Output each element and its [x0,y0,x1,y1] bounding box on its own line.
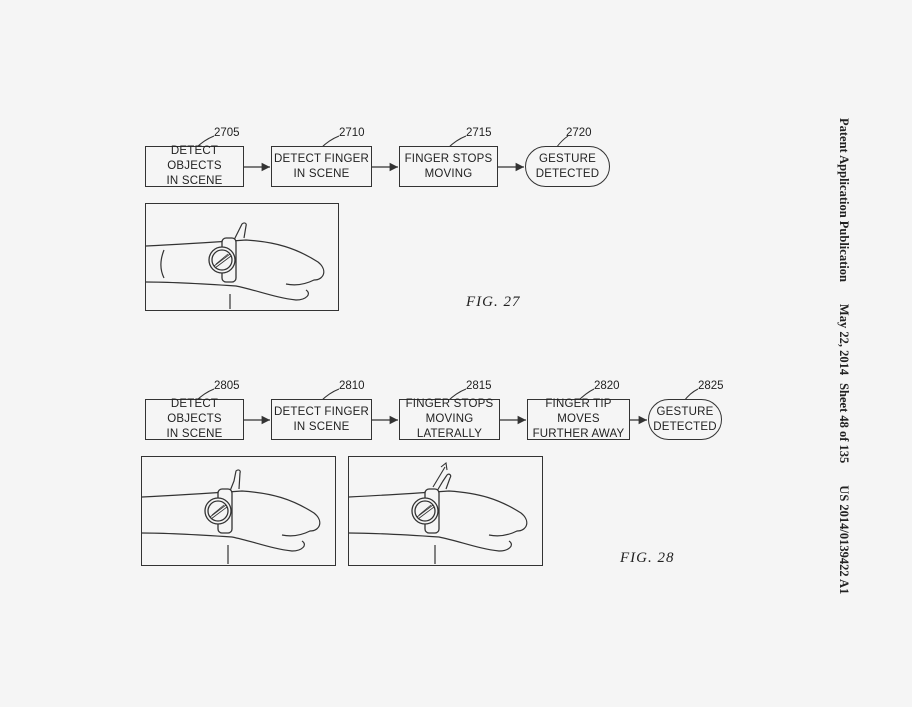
step-finger-stops-2715: FINGER STOPS MOVING [399,146,498,187]
arm-with-smartwatch-icon [141,469,321,564]
step-label: GESTURE DETECTED [653,405,717,433]
patent-header: Patent Application PublicationMay 22, 20… [836,118,851,594]
step-detect-objects-2705: DETECT OBJECTS IN SCENE [145,145,244,187]
step-label: FINGER TIP MOVES FURTHER AWAY [532,398,625,440]
ref-2805: 2805 [214,380,240,392]
sheet-number: Sheet 48 of 135 [837,383,851,464]
ref-2710: 2710 [339,127,365,139]
publication-date: May 22, 2014 [837,303,851,376]
step-finger-tip-moves-away-2820: FINGER TIP MOVES FURTHER AWAY [527,398,630,440]
step-label: GESTURE DETECTED [535,152,600,180]
finger-motion-arrow-icon [432,461,448,488]
step-label: DETECT OBJECTS IN SCENE [166,145,223,187]
ref-2820: 2820 [594,380,620,392]
step-detect-finger-2810: DETECT FINGER IN SCENE [271,399,372,440]
fig27-caption: FIG. 27 [466,294,521,310]
terminal-gesture-detected-2720: GESTURE DETECTED [525,146,610,187]
step-finger-stops-laterally-2815: FINGER STOPS MOVING LATERALLY [399,398,500,440]
fig28-wrist-panel-right [348,456,543,566]
arm-with-smartwatch-icon [145,222,325,309]
step-label: DETECT OBJECTS IN SCENE [166,398,223,440]
step-label: FINGER STOPS MOVING [404,152,493,180]
publication-number: US 2014/0139422 A1 [837,485,851,595]
step-label: DETECT FINGER IN SCENE [273,405,370,433]
ref-2720: 2720 [566,127,592,139]
fig28-wrist-panel-left [141,456,336,566]
step-label: FINGER STOPS MOVING LATERALLY [405,398,494,440]
ref-2810: 2810 [339,380,365,392]
ref-2815: 2815 [466,380,492,392]
ref-2715: 2715 [466,127,492,139]
ref-2825: 2825 [698,380,724,392]
step-detect-objects-2805: DETECT OBJECTS IN SCENE [145,398,244,440]
fig27-wrist-panel [145,203,339,311]
terminal-gesture-detected-2825: GESTURE DETECTED [648,399,722,440]
ref-2705: 2705 [214,127,240,139]
fig28-caption: FIG. 28 [620,550,675,566]
step-label: DETECT FINGER IN SCENE [273,152,370,180]
publication-title: Patent Application Publication [837,118,851,282]
step-detect-finger-2710: DETECT FINGER IN SCENE [271,146,372,187]
arm-with-smartwatch-icon [348,461,528,564]
